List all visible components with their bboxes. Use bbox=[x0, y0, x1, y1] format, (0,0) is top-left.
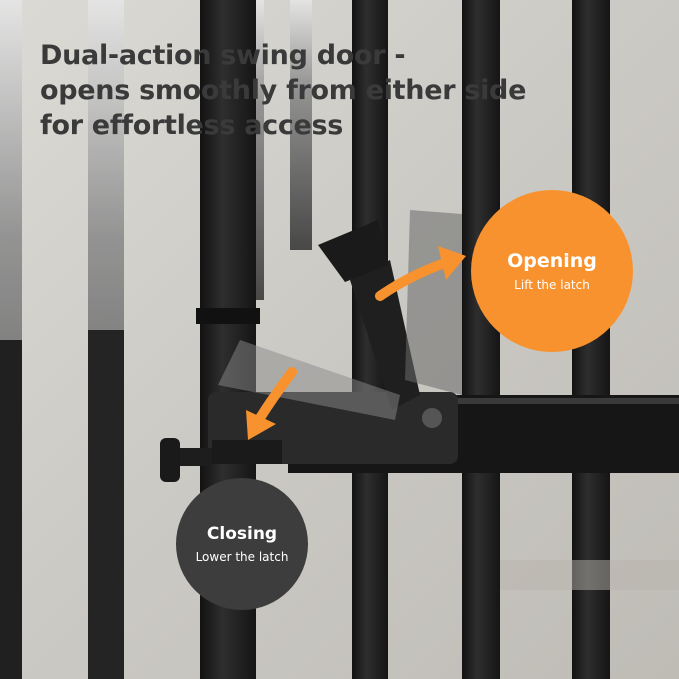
headline-line-3: for effortless access bbox=[40, 110, 344, 141]
latch-knob bbox=[160, 438, 180, 482]
gate-bar-collar bbox=[196, 308, 260, 324]
closing-badge: Closing Lower the latch bbox=[176, 478, 308, 610]
headline-line-2: opens smoothly from either side bbox=[40, 75, 527, 106]
latch-pivot bbox=[422, 408, 442, 428]
latch-housing-lower bbox=[212, 440, 282, 464]
latch-ghost bbox=[405, 210, 462, 395]
arrow-down-left-icon bbox=[246, 367, 297, 440]
latch-knob-stem bbox=[178, 448, 212, 466]
back-bar-lower-left-2 bbox=[88, 330, 124, 679]
headline-line-1: Dual-action swing door - bbox=[40, 40, 406, 71]
back-bar-lower-left bbox=[0, 340, 22, 679]
opening-badge: Opening Lift the latch bbox=[471, 190, 633, 352]
latch-hook bbox=[318, 220, 388, 282]
opening-title: Opening bbox=[507, 250, 597, 272]
closing-subtitle: Lower the latch bbox=[195, 550, 289, 564]
back-bar bbox=[290, 0, 312, 250]
arrow-up-right-icon bbox=[375, 246, 466, 301]
latch-arm bbox=[350, 260, 420, 410]
lowered-latch-ghost bbox=[218, 340, 400, 420]
gate-rail-highlight bbox=[288, 398, 679, 404]
gate-bar bbox=[462, 0, 500, 679]
floor-shadow bbox=[500, 560, 679, 590]
headline: Dual-action swing door - opens smoothly … bbox=[40, 38, 600, 143]
closing-title: Closing bbox=[206, 524, 278, 544]
opening-subtitle: Lift the latch bbox=[514, 278, 590, 292]
